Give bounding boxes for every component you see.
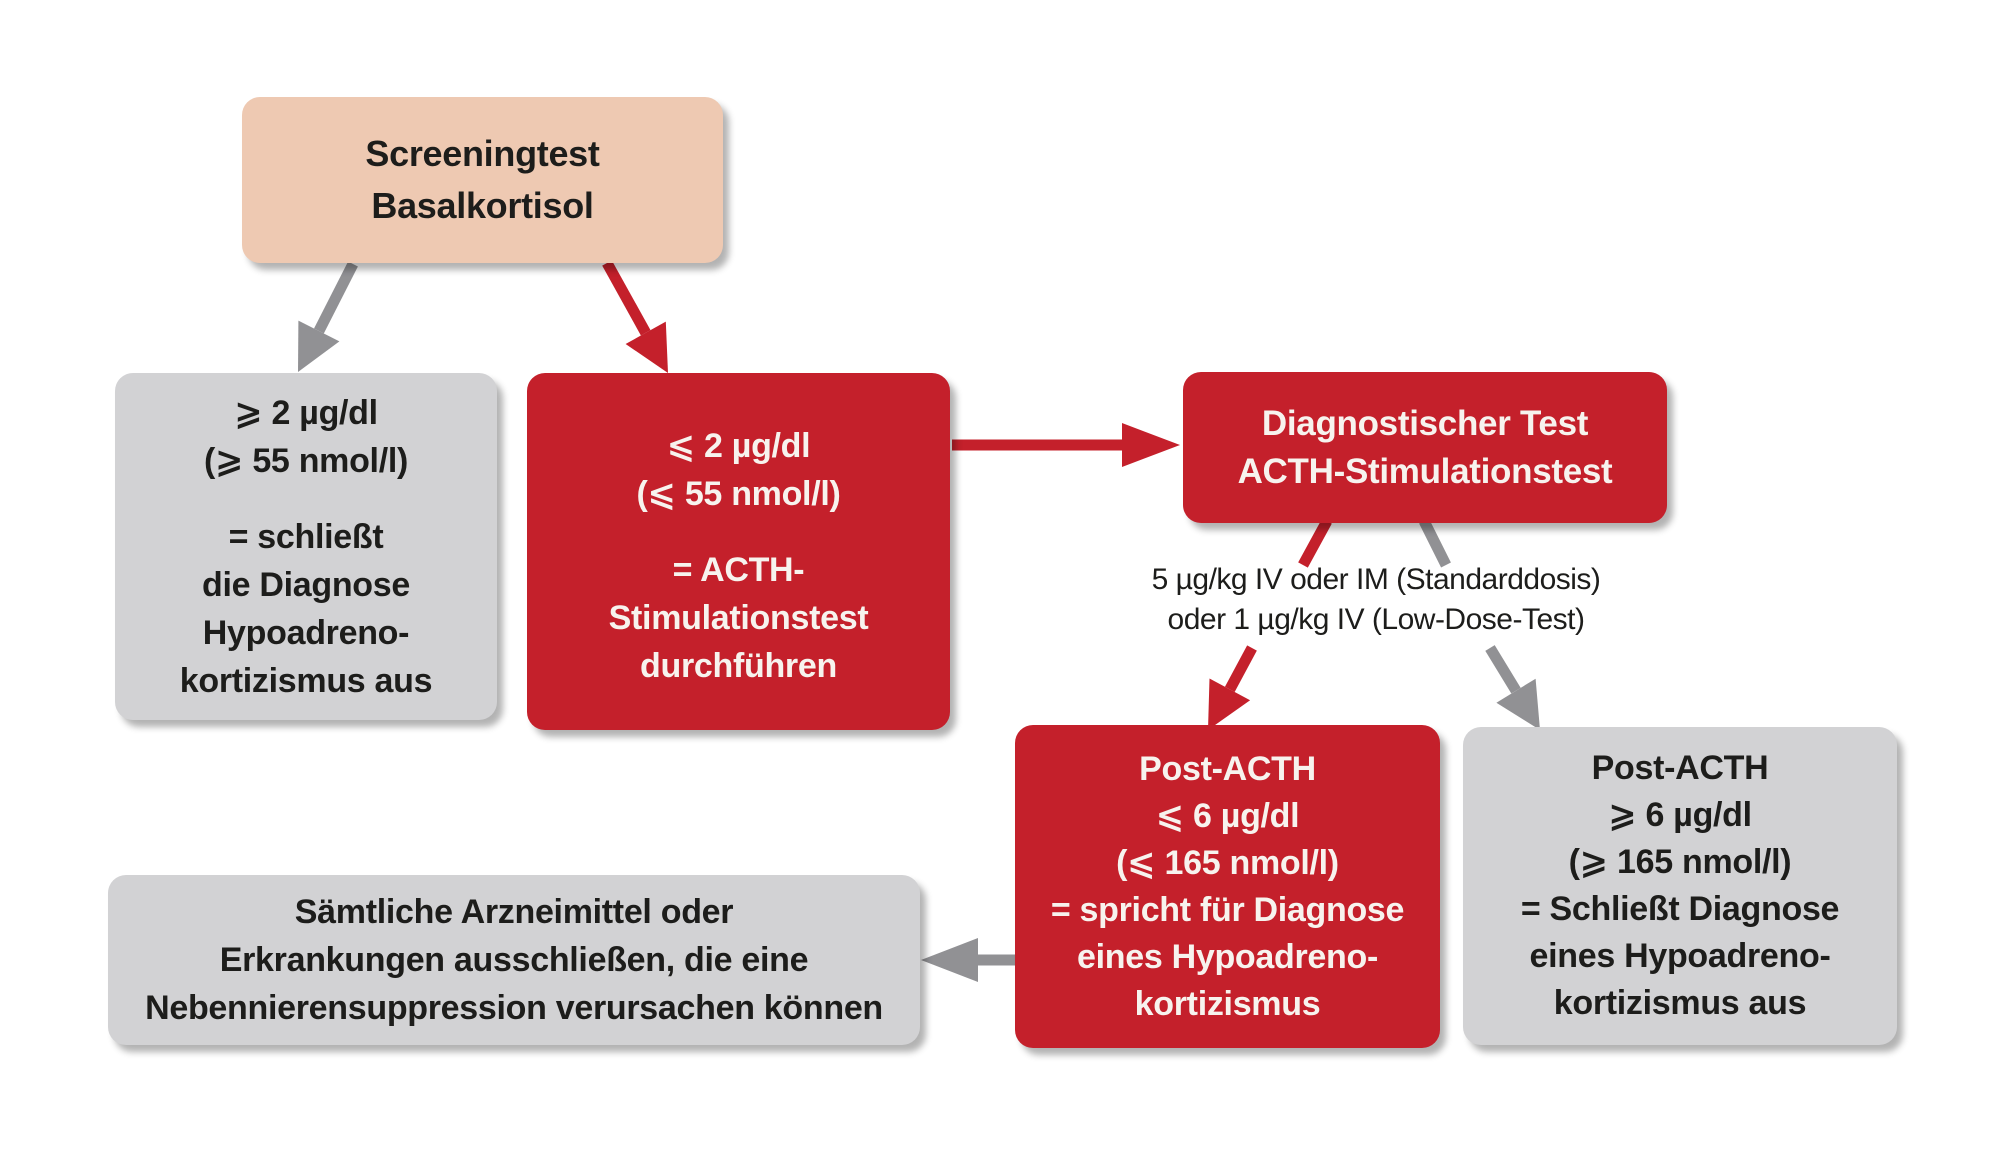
exclude-causes-line: Nebennierensuppression verursachen könne…: [145, 989, 883, 1027]
dose-annotation: 5 µg/kg IV oder IM (Standarddosis) oder …: [1056, 560, 1696, 640]
screening-basal-cortisol-box: Screeningtest Basalkortisol: [242, 97, 723, 263]
post-acth-low-line: eines Hypoadreno-: [1077, 937, 1378, 976]
post-acth-low-line: = spricht für Diagnose: [1050, 890, 1405, 929]
post-acth-high-line: (⩾ 165 nmol/l): [1568, 843, 1792, 881]
screening-line: Basalkortisol: [371, 185, 594, 226]
post-acth-high-result-box: Post-ACTH ⩾ 6 µg/dl (⩾ 165 nmol/l) = Sch…: [1463, 727, 1897, 1045]
arrow-screening-to-basal-high: [298, 261, 358, 372]
basal-low-line: (⩽ 55 nmol/l): [636, 474, 841, 513]
basal-low-line: Stimulationstest: [608, 598, 869, 637]
exclude-causes-line: Sämtliche Arzneimittel oder: [294, 893, 734, 931]
basal-high-line: kortizismus aus: [179, 661, 433, 700]
arrow-basal-low-to-diagnostic: [952, 423, 1180, 467]
basal-high-line: = schließt: [228, 517, 384, 556]
post-acth-high-line: = Schließt Diagnose: [1520, 890, 1840, 928]
basal-low-result-box: ⩽ 2 µg/dl (⩽ 55 nmol/l) = ACTH- Stimulat…: [527, 373, 950, 730]
basal-high-result-box: ⩾ 2 µg/dl (⩾ 55 nmol/l) = schließt die D…: [115, 373, 497, 720]
basal-high-line: die Diagnose: [201, 565, 410, 604]
post-acth-low-line: kortizismus: [1134, 984, 1321, 1023]
dose-annotation-line: 5 µg/kg IV oder IM (Standarddosis): [1151, 563, 1601, 596]
basal-low-line: ⩽ 2 µg/dl: [666, 426, 811, 465]
basal-low-line: durchführen: [640, 646, 837, 685]
basal-high-line: ⩾ 2 µg/dl: [234, 393, 378, 432]
dose-annotation-line: oder 1 µg/kg IV (Low-Dose-Test): [1167, 603, 1585, 636]
post-acth-high-line: Post-ACTH: [1591, 749, 1769, 787]
basal-low-line: = ACTH-: [672, 550, 805, 589]
post-acth-low-result-box: Post-ACTH ⩽ 6 µg/dl (⩽ 165 nmol/l) = spr…: [1015, 725, 1440, 1048]
post-acth-low-line: (⩽ 165 nmol/l): [1116, 843, 1339, 882]
post-acth-high-line: eines Hypoadreno-: [1529, 937, 1831, 975]
diagnostic-line: ACTH-Stimulationstest: [1237, 451, 1613, 491]
post-acth-low-line: Post-ACTH: [1139, 749, 1316, 788]
arrow-post-low-to-exclude: [921, 938, 1016, 982]
basal-high-line: (⩾ 55 nmol/l): [203, 441, 409, 480]
exclude-causes-line: Erkrankungen ausschließen, die eine: [219, 941, 809, 979]
screening-line: Screeningtest: [365, 133, 600, 174]
arrow-screening-to-basal-low: [602, 260, 668, 373]
post-acth-high-line: kortizismus aus: [1553, 984, 1807, 1022]
basal-high-line: Hypoadreno-: [202, 613, 410, 652]
post-acth-high-line: ⩾ 6 µg/dl: [1608, 796, 1752, 834]
exclude-suppression-causes-box: Sämtliche Arzneimittel oder Erkrankungen…: [108, 875, 920, 1045]
diagnostic-line: Diagnostischer Test: [1261, 403, 1589, 443]
post-acth-low-line: ⩽ 6 µg/dl: [1155, 796, 1300, 835]
diagnostic-test-box: Diagnostischer Test ACTH-Stimulationstes…: [1183, 372, 1667, 523]
